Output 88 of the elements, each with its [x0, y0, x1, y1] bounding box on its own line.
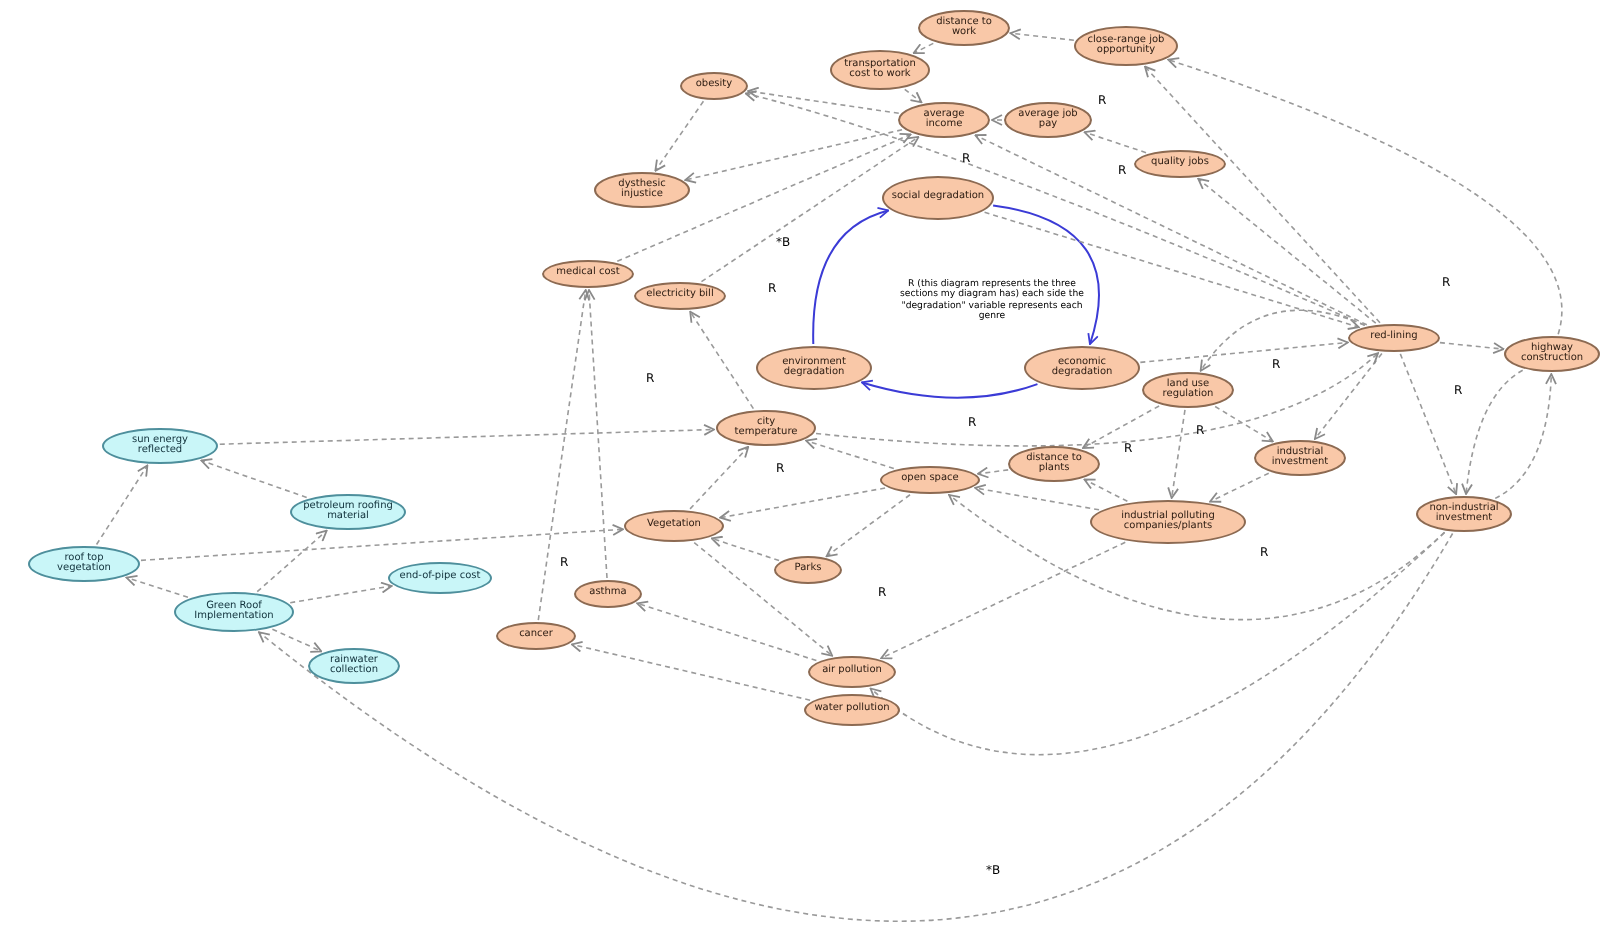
arrow [977, 466, 1009, 479]
arrow [869, 531, 1446, 756]
arrow [1167, 57, 1563, 335]
arrow [825, 493, 911, 558]
arrow [1399, 353, 1458, 496]
ellipse-node [1134, 150, 1226, 178]
ellipse-node [1348, 324, 1440, 352]
arrow [1083, 478, 1129, 503]
ellipse-node [1074, 26, 1178, 66]
ellipse-node [174, 592, 294, 632]
arrow [974, 134, 1368, 326]
ellipse-node [1254, 440, 1346, 476]
arrow [95, 464, 149, 546]
arrow [983, 211, 1360, 330]
arrow [948, 494, 1446, 620]
ellipse-node [1024, 346, 1140, 390]
ellipse-node [290, 494, 406, 530]
arrow [1439, 341, 1505, 354]
arrow [719, 487, 886, 522]
arrow [684, 128, 903, 184]
arrow [636, 600, 818, 662]
ellipse-node [1416, 496, 1512, 532]
arrow [974, 483, 1100, 511]
ellipse-node [102, 428, 218, 464]
ellipse-node [774, 556, 842, 584]
arrow [583, 289, 608, 579]
arrow [860, 379, 1039, 399]
arrow [812, 207, 890, 345]
arrow [903, 88, 923, 104]
arrow [537, 289, 591, 621]
ellipse-node [756, 346, 872, 390]
arrow [1144, 65, 1381, 324]
arrow [1199, 309, 1366, 372]
ellipse-node [804, 694, 900, 726]
ellipse-node [808, 656, 896, 688]
arrow [570, 640, 811, 701]
ellipse-node [28, 546, 140, 582]
arrow [1461, 369, 1524, 495]
ellipse-node [574, 580, 642, 608]
arrow [1082, 405, 1160, 449]
arrow [1083, 129, 1147, 154]
arrow [880, 541, 1127, 660]
arrow [689, 310, 755, 410]
arrow [1214, 405, 1274, 443]
arrow [689, 445, 750, 510]
ellipse-node [388, 562, 492, 594]
arrow [1209, 472, 1270, 503]
ellipse-node [918, 10, 1010, 46]
ellipse-node [542, 260, 634, 288]
ellipse-node [594, 172, 690, 208]
ellipse-node [716, 410, 816, 446]
ellipse-node [882, 176, 994, 220]
arrow [654, 100, 705, 172]
arrow [289, 581, 393, 604]
arrow [200, 458, 308, 499]
arrow [1009, 28, 1075, 41]
arrow [140, 524, 624, 562]
arrow [1494, 373, 1557, 500]
ellipse-node [1504, 336, 1600, 372]
arrow [693, 541, 834, 657]
arrow [1167, 409, 1186, 499]
ellipse-node [898, 102, 990, 138]
arrow [991, 114, 1003, 126]
arrow [1139, 337, 1349, 364]
arrow [710, 535, 780, 562]
ellipse-node [1142, 372, 1234, 408]
arrow [258, 532, 1454, 921]
ellipse-node [830, 50, 930, 90]
ellipse-node [1004, 102, 1092, 138]
ellipse-node [1090, 500, 1246, 544]
arrow [912, 42, 935, 55]
ellipse-node [1008, 446, 1100, 482]
arrow [218, 423, 716, 446]
arrow [1314, 352, 1383, 440]
ellipse-node [634, 282, 726, 310]
arrow [700, 136, 920, 283]
arrow [125, 575, 189, 599]
arrow [815, 352, 1379, 447]
ellipse-node [624, 510, 724, 542]
ellipse-node [308, 648, 400, 684]
arrow [616, 132, 912, 263]
arrow [747, 86, 900, 115]
arrow [992, 204, 1100, 346]
arrow [1197, 177, 1377, 324]
ellipse-node [496, 622, 576, 650]
ellipse-node [880, 466, 980, 494]
arrow [256, 529, 328, 593]
ellipse-node [680, 72, 748, 100]
